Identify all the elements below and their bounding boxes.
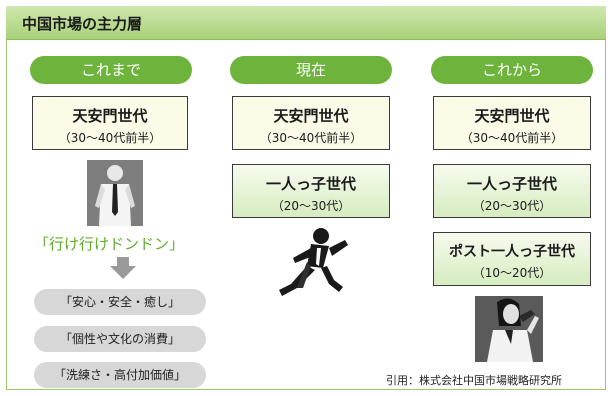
heading-current: 現在: [230, 56, 392, 84]
generation-age: （10〜20代）: [472, 266, 552, 280]
phone-woman-figure: [475, 296, 543, 362]
generation-box-future-onechild: 一人っ子世代 （20〜30代）: [433, 164, 591, 218]
generation-name: 天安門世代: [72, 107, 148, 125]
generation-age: （30〜40代前半）: [259, 131, 363, 145]
generation-box-current-onechild: 一人っ子世代 （20〜30代）: [232, 164, 390, 218]
businessman-figure: [87, 160, 143, 226]
citation-text: 引用：株式会社中国市場戦略研究所: [386, 374, 562, 387]
generation-age: （30〜40代前半）: [58, 131, 162, 145]
value-item-1: 「安心・安全・癒し」: [34, 289, 206, 315]
heading-future: これから: [431, 56, 593, 84]
running-businessman-figure: [279, 228, 348, 296]
generation-age: （20〜30代）: [271, 199, 351, 213]
generation-box-future-tiananmen: 天安門世代 （30〜40代前半）: [433, 96, 591, 150]
generation-name: 一人っ子世代: [466, 175, 557, 193]
generation-box-future-post-onechild: ポスト一人っ子世代 （10〜20代）: [433, 232, 591, 286]
generation-age: （30〜40代前半）: [460, 131, 564, 145]
value-item-2: 「個性や文化の消費」: [34, 326, 206, 352]
generation-box-past-tiananmen: 天安門世代 （30〜40代前半）: [32, 96, 188, 150]
generation-name: 天安門世代: [474, 107, 550, 125]
slogan-text: 「行け行けドンドン」: [34, 235, 185, 253]
page-title: 中国市場の主力層: [22, 15, 143, 33]
value-item-3: 「洗練さ・高付加価値」: [34, 362, 206, 388]
heading-past: これまで: [30, 56, 192, 84]
title-bar: 中国市場の主力層: [6, 6, 606, 40]
generation-age: （20〜30代）: [472, 199, 552, 213]
generation-name: 天安門世代: [273, 107, 349, 125]
down-arrow-icon: [110, 257, 136, 279]
generation-name: ポスト一人っ子世代: [449, 244, 575, 260]
generation-box-current-tiananmen: 天安門世代 （30〜40代前半）: [232, 96, 390, 150]
generation-name: 一人っ子世代: [265, 175, 356, 193]
